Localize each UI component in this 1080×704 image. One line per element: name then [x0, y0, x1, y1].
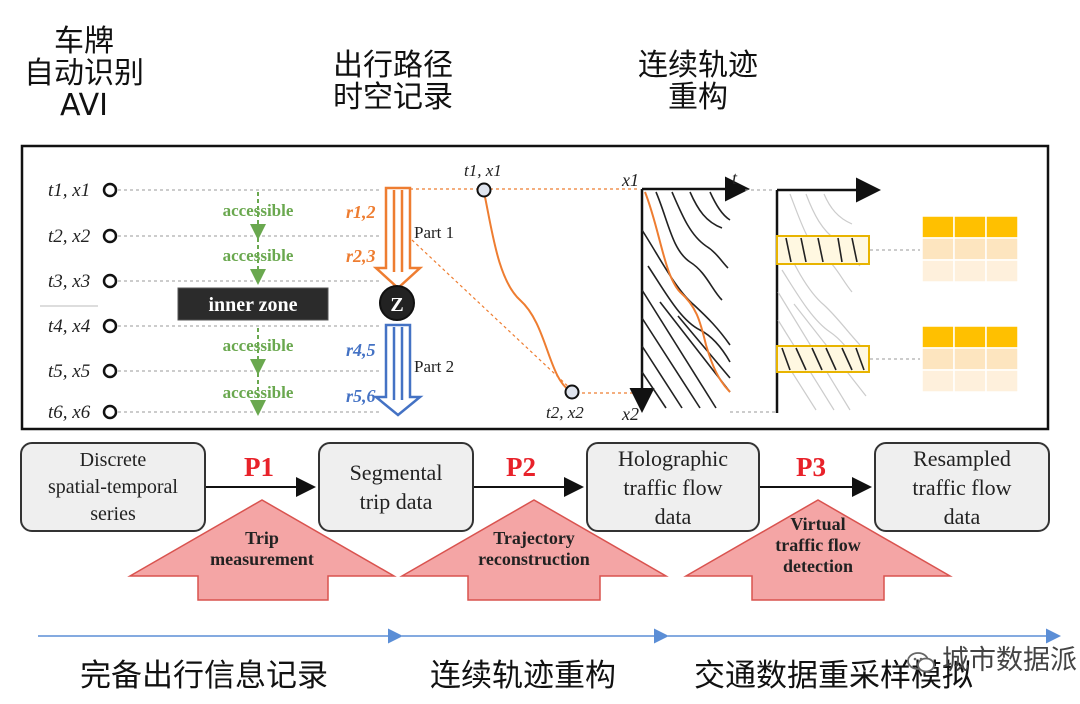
time-label-4: t4, x4: [48, 316, 91, 337]
trajectory-reconstruction-label: Trajectory reconstruction: [478, 528, 590, 569]
time-label-2: t2, x2: [48, 226, 91, 247]
wechat-icon: [906, 650, 936, 674]
header-trajectory-reconstruction: 连续轨迹 重构: [638, 48, 758, 115]
detector-node-3: [102, 273, 118, 289]
virtual-detection-label: Virtual traffic flow detection: [775, 514, 861, 576]
header-avi: 车牌 自动识别 AVI: [24, 24, 144, 123]
process-arrows: [127, 499, 953, 601]
resampled-cells-bottom: [921, 325, 1019, 393]
time-label-6: t6, x6: [48, 402, 91, 423]
process-label-p1: P1: [244, 452, 274, 482]
trajectory-start-label: t1, x1: [464, 161, 502, 180]
accessible-label-1: accessible: [223, 201, 294, 220]
inner-zone-label: inner zone: [208, 294, 297, 316]
trip-measurement-arrow: [127, 499, 397, 601]
process-label-p2: P2: [506, 452, 536, 482]
part2-arrow: [372, 323, 424, 417]
route-label-r23: r2,3: [346, 246, 376, 266]
route-label-r45: r4,5: [346, 340, 376, 360]
zone-node: [379, 285, 415, 321]
detector-node-5: [102, 363, 118, 379]
accessible-label-2: accessible: [223, 246, 294, 265]
zone-node-label: Z: [390, 294, 403, 316]
part2-label: Part 2: [414, 357, 454, 376]
detector-nodes: [102, 182, 118, 420]
header-trip-record: 出行路径 时空记录: [333, 48, 453, 115]
route-label-r56: r5,6: [346, 386, 376, 406]
part1-arrow: [372, 186, 424, 290]
watermark-text: 城市数据派: [942, 645, 1077, 676]
resampled-flow-box: Resampled traffic flow data: [874, 442, 1050, 532]
detector-node-6: [102, 404, 118, 420]
time-label-3: t3, x3: [48, 271, 90, 292]
trajectory-end-point: [564, 384, 580, 400]
trajectory-reconstruction-arrow: [399, 499, 669, 601]
axis-x2-label: x2: [621, 404, 639, 424]
detector-node-4: [102, 318, 118, 334]
accessible-label-3: accessible: [223, 336, 294, 355]
detector-node-2: [102, 228, 118, 244]
axis-t-label: t: [732, 168, 738, 188]
trajectory-curve: [483, 191, 573, 393]
trajectory-start-point: [476, 182, 492, 198]
resampled-cells-top: [921, 215, 1019, 283]
discrete-series-box: Discrete spatial-temporal series: [20, 442, 206, 532]
footer-trajectory-reconstruction: 连续轨迹重构: [430, 658, 616, 694]
time-labels: t1, x1 t2, x2 t3, x3 t4, x4 t5, x5 t6, x…: [48, 180, 91, 423]
segmental-trip-box: Segmental trip data: [318, 442, 474, 532]
footer-complete-trip-record: 完备出行信息记录: [80, 658, 328, 694]
inner-zone-box: [177, 287, 329, 321]
trip-measurement-label: Trip measurement: [210, 528, 314, 569]
axis-x1-label: x1: [621, 170, 639, 190]
holographic-diagram: [629, 176, 750, 413]
time-label-5: t5, x5: [48, 361, 90, 382]
detector-node-1: [102, 182, 118, 198]
trajectory-end-label: t2, x2: [546, 403, 584, 422]
holographic-flow-box: Holographic traffic flow data: [586, 442, 760, 532]
time-label-1: t1, x1: [48, 180, 90, 201]
virtual-detection-arrow: [683, 499, 953, 601]
part1-label: Part 1: [414, 223, 454, 242]
watermark: 城市数据派: [906, 638, 1077, 677]
route-label-r12: r1,2: [346, 202, 376, 222]
detection-diagram: [775, 177, 881, 413]
time-guide-lines: [118, 189, 380, 413]
process-label-p3: P3: [796, 452, 826, 482]
connector-lines: [410, 188, 640, 394]
accessible-label-4: accessible: [223, 383, 294, 402]
